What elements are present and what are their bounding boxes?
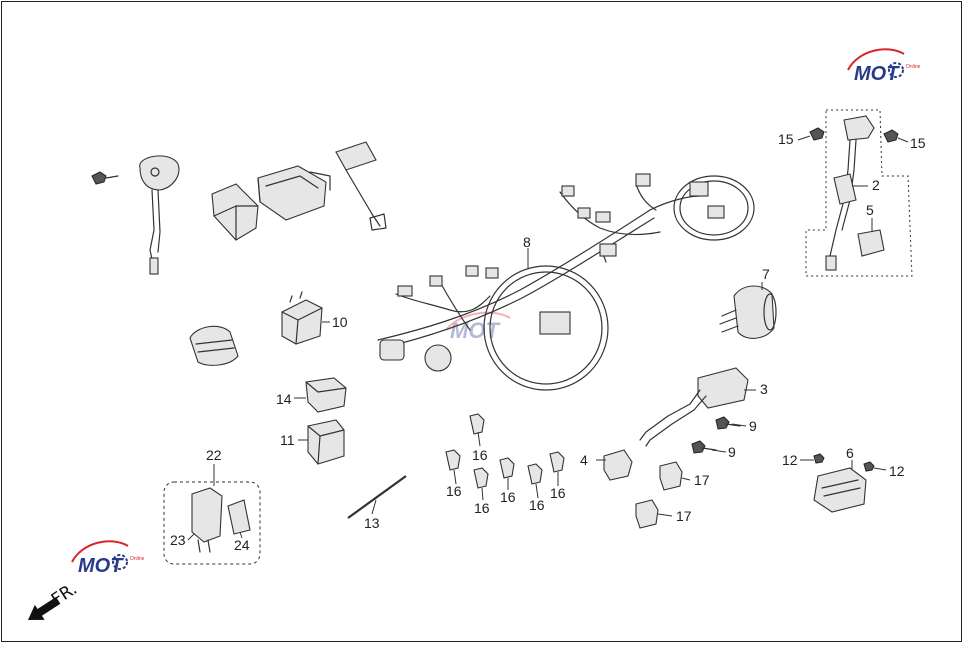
callout-15: 15 [778,131,794,147]
fuse-part [469,413,485,435]
callout-24: 24 [234,537,250,553]
leader-lines [187,135,909,541]
fuse-part [473,467,489,489]
callout-14: 14 [276,391,292,407]
tilt-sensor-bracket-part [335,141,387,231]
callout-16: 16 [446,483,462,499]
callout-16: 16 [472,447,488,463]
watermark-text: MOT [854,63,900,85]
fuse-part [549,451,565,473]
bolt-part [691,440,717,454]
sensor-assembly-group-part [805,109,913,277]
callout-9: 9 [728,444,736,460]
callout-17: 17 [676,508,692,524]
callout-23: 23 [170,532,186,548]
watermark-logo-center: MOT [445,311,511,343]
callout-2: 2 [872,177,880,193]
arrow-left-icon [28,597,61,620]
callout-15: 15 [910,135,926,151]
watermark-text: MOT [78,555,124,577]
callout-17: 17 [694,472,710,488]
callout-16: 16 [500,489,516,505]
callout-10: 10 [332,314,348,330]
callout-12: 12 [782,452,798,468]
screw-part [883,129,899,143]
horn-part [719,285,777,339]
ecu-module-part [257,165,331,221]
callout-12: 12 [889,463,905,479]
callout-16: 16 [550,485,566,501]
watermark-logo-bottom: MOT Online [71,540,145,577]
callout-labels: 2 3 4 5 6 7 8 9 9 10 11 12 12 13 14 15 1… [170,131,926,553]
callout-3: 3 [760,381,768,397]
watermark-small-text: Online [130,556,145,562]
callout-6: 6 [846,445,854,461]
rubber-boot-part [189,325,239,366]
bolt-part [813,453,825,464]
callout-8: 8 [523,234,531,250]
front-direction-indicator: FR. [28,579,81,620]
callout-16: 16 [529,497,545,513]
callout-11: 11 [280,432,295,448]
maxi-fuse-part [659,461,683,491]
regulator-group-part [163,481,261,565]
maxi-fuse-part [635,499,659,529]
svg-text:MOT: MOT [450,318,500,343]
relay-socket-part [307,419,345,465]
callout-16: 16 [474,500,490,516]
relay-part [281,291,323,345]
wire-harness-part [377,173,755,391]
screw-part [809,127,825,141]
callout-5: 5 [866,202,874,218]
sensor-with-cable-part [91,155,180,275]
callout-4: 4 [580,452,588,468]
ignition-coil-part [639,367,749,447]
control-unit-part [813,467,867,513]
fuse-part [445,449,461,471]
callout-9: 9 [749,418,757,434]
connector-part [603,449,633,481]
watermark-logo-top: MOT Online [847,48,921,85]
relay-holder-part [305,377,347,413]
bolt-part [863,461,875,472]
fuse-part [527,463,543,485]
callout-22: 22 [206,447,222,463]
bolt-part [715,416,741,430]
cable-tie-part [347,475,407,519]
callout-13: 13 [364,515,380,531]
watermark-small-text: Online [906,64,921,70]
fuse-part [499,457,515,479]
fuse-block-part [211,183,259,241]
callout-7: 7 [762,266,770,282]
